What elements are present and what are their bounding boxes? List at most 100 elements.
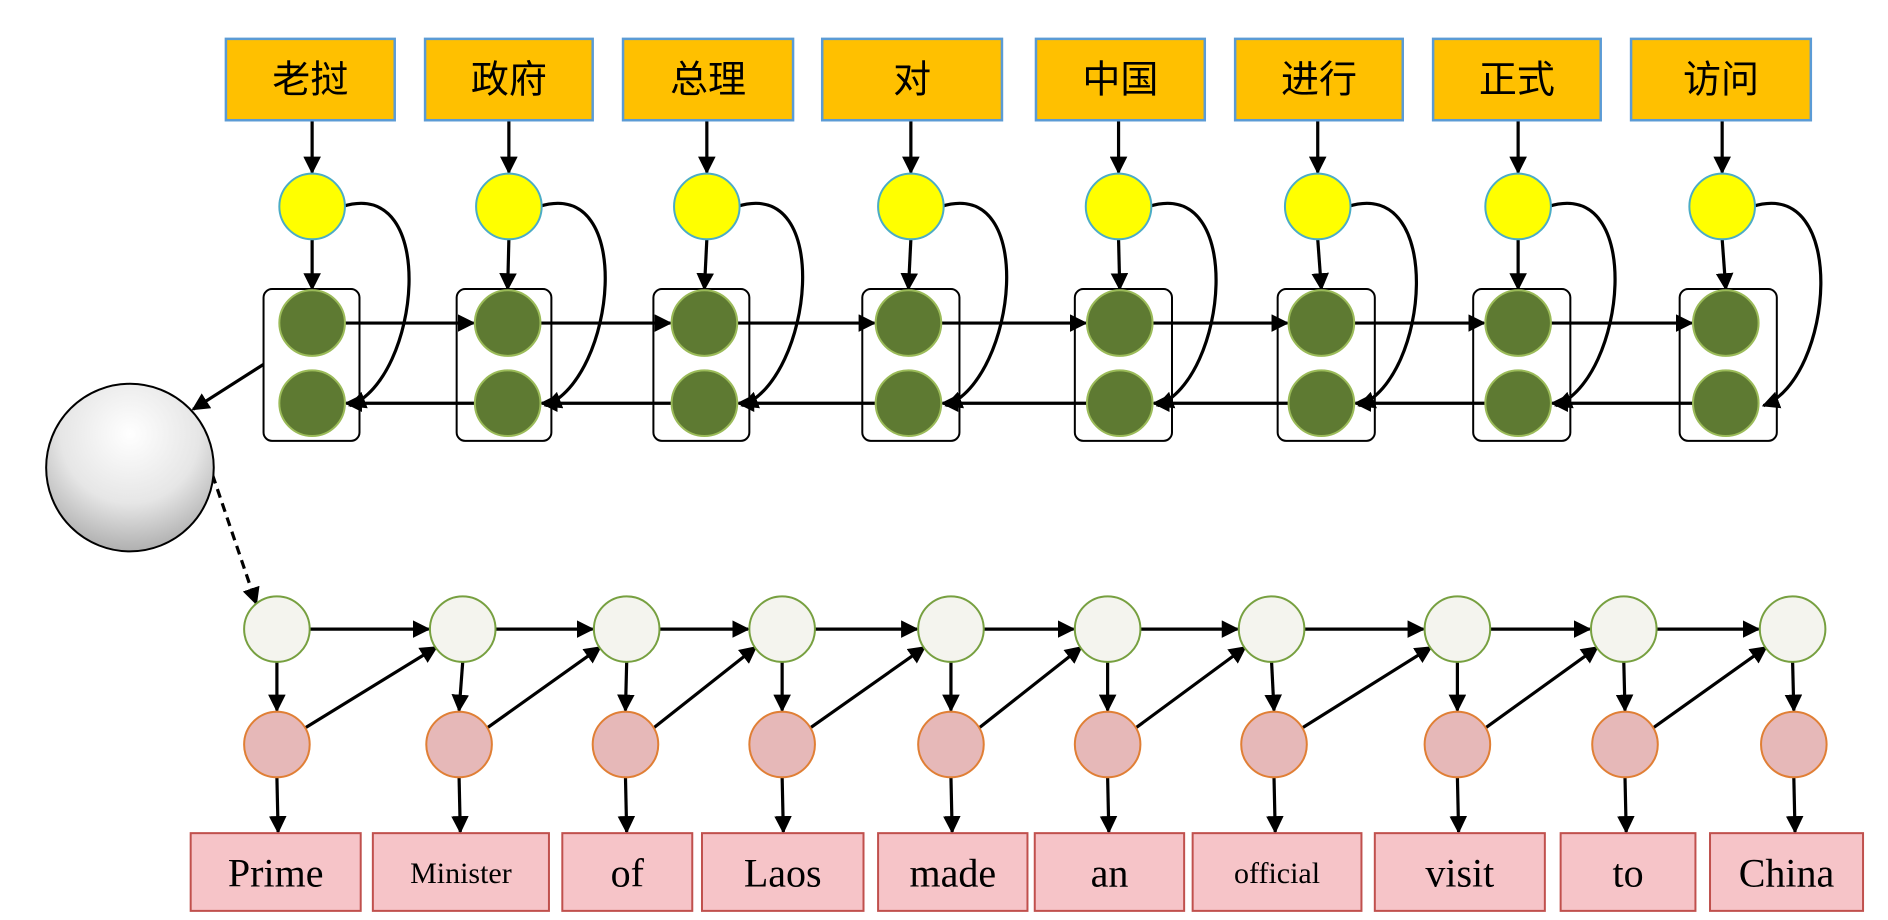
forward-hidden-node [473, 289, 542, 357]
output-feedback-arrow [486, 645, 602, 730]
output-to-word-arrow [1266, 777, 1284, 834]
decoder-state-node [917, 595, 985, 663]
source-token-box [1034, 37, 1207, 122]
embedding-to-forward-arrow [1715, 239, 1734, 291]
target-word-label: Prime [228, 850, 324, 895]
hidden-state-pair-box [1472, 288, 1572, 442]
embedding-node [1283, 172, 1352, 241]
backward-hidden-node [874, 369, 943, 438]
output-to-word-arrow [943, 777, 961, 834]
output-feedback-arrow [303, 645, 438, 730]
forward-hidden-node [1085, 289, 1154, 357]
decoder-output-node [748, 710, 816, 779]
output-feedback-arrow [977, 645, 1083, 730]
target-word-label: to [1612, 850, 1643, 895]
output-feedback-arrow [1134, 645, 1247, 730]
source-token-box [1233, 37, 1404, 122]
output-feedback-arrow [1651, 645, 1768, 730]
decoder-output-node [1073, 710, 1142, 779]
source-token-label: 总理 [670, 58, 746, 102]
target-word-label: official [1234, 857, 1320, 890]
state-to-output-arrow [1264, 661, 1283, 713]
source-token-box [820, 37, 1004, 122]
state-to-output-arrow [1615, 661, 1634, 713]
target-word-label: China [1739, 850, 1835, 895]
forward-hidden-node [670, 289, 739, 357]
hidden-state-pair-box [1276, 288, 1376, 442]
decoder-state-node [243, 595, 311, 663]
embedding-node [877, 172, 945, 241]
embedding-to-backward-arrow [342, 202, 411, 409]
target-word-box [1709, 832, 1865, 912]
decoder-output-node [591, 710, 660, 779]
source-token-label: 政府 [471, 58, 547, 102]
decoder-output-node [1240, 710, 1308, 779]
target-word-box [1559, 832, 1697, 912]
source-token-box [1629, 37, 1813, 122]
decoder-state-node [1237, 595, 1306, 663]
decoder-state-node [748, 595, 816, 663]
target-word-box [1373, 832, 1546, 912]
output-to-word-arrow [1449, 777, 1468, 834]
source-token-label: 进行 [1281, 58, 1357, 102]
output-to-word-arrow [1785, 777, 1804, 834]
source-token-box [224, 37, 396, 122]
embedding-to-forward-arrow [1311, 239, 1329, 291]
output-to-word-arrow [1617, 777, 1635, 834]
backward-hidden-node [1287, 369, 1356, 438]
backward-hidden-node [473, 369, 542, 438]
forward-hidden-node [1484, 289, 1552, 357]
state-to-output-arrow [617, 661, 635, 713]
decoder-state-node [1073, 595, 1142, 663]
embedding-to-backward-arrow [1148, 202, 1218, 409]
embedding-node [1484, 172, 1552, 241]
source-token-label: 老挝 [272, 58, 348, 102]
forward-hidden-node [874, 289, 943, 357]
source-token-label: 正式 [1479, 58, 1555, 102]
output-feedback-arrow [1301, 645, 1433, 730]
target-word-label: an [1091, 850, 1129, 895]
output-feedback-arrow [652, 645, 758, 730]
embedding-to-backward-arrow [1347, 202, 1419, 409]
embedding-node [673, 172, 741, 241]
source-token-box [621, 37, 795, 122]
embedding-node [1084, 172, 1153, 241]
embedding-node [1688, 172, 1756, 241]
hidden-state-pair-box [1073, 288, 1173, 442]
decoder-output-node [1760, 710, 1828, 779]
target-word-box [1191, 832, 1363, 912]
decoder-state-node [1423, 595, 1492, 663]
target-word-label: made [909, 850, 996, 895]
target-word-box [189, 832, 362, 912]
embedding-to-backward-arrow [940, 202, 1009, 409]
decoder-output-node [243, 710, 311, 779]
backward-hidden-node [278, 369, 346, 438]
output-to-word-arrow [774, 777, 792, 834]
target-word-label: visit [1425, 850, 1494, 895]
decoder-state-node [1758, 595, 1827, 663]
target-word-box [1033, 832, 1186, 912]
source-token-label: 对 [893, 58, 931, 102]
source-token-box [423, 37, 594, 122]
encoder-to-context-arrow [191, 363, 265, 411]
target-word-box [877, 832, 1029, 912]
source-token-box [1431, 37, 1602, 122]
context-vector-node [45, 382, 215, 553]
hidden-state-pair-box [861, 288, 961, 442]
hidden-state-pair-box [262, 288, 361, 442]
output-to-word-arrow [451, 777, 469, 834]
embedding-to-forward-arrow [696, 239, 714, 291]
state-to-output-arrow [451, 661, 470, 713]
embedding-to-backward-arrow [736, 202, 805, 409]
target-word-box [561, 832, 694, 912]
context-to-decoder-arrow [211, 474, 260, 606]
output-to-word-arrow [1099, 777, 1118, 834]
decoder-output-node [1591, 710, 1659, 779]
output-feedback-arrow [809, 645, 927, 730]
decoder-state-node [1589, 595, 1658, 663]
target-word-box [371, 832, 550, 912]
embedding-to-backward-arrow [538, 202, 607, 409]
backward-hidden-node [1085, 369, 1154, 438]
hidden-state-pair-box [455, 288, 553, 442]
